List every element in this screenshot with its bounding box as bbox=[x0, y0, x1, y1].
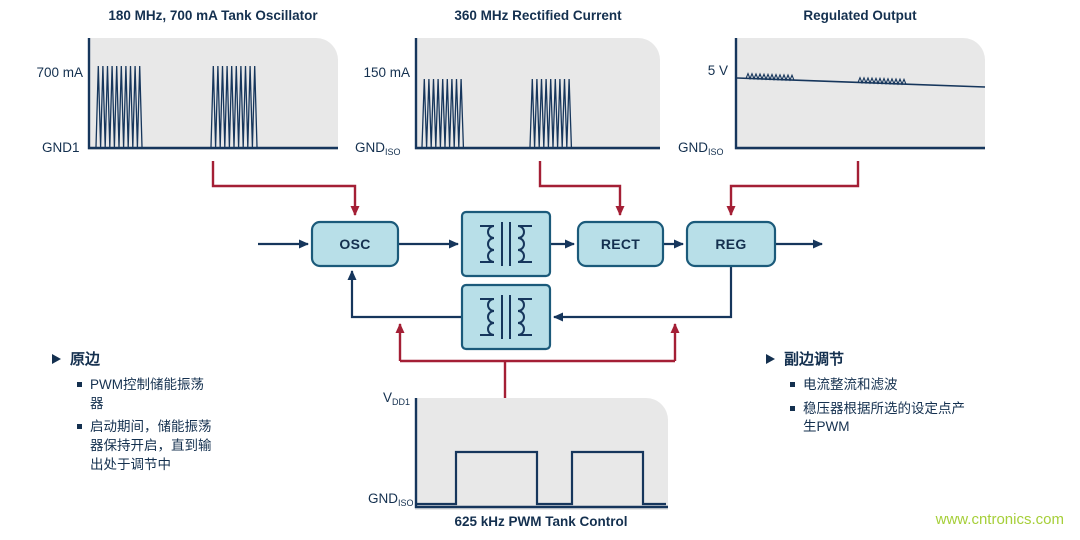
note-secondary-title: 副边调节 bbox=[766, 348, 844, 369]
feedback-transformer-to-osc-arrow bbox=[347, 270, 462, 319]
power-transformer-icon bbox=[480, 222, 532, 266]
osc-block bbox=[310, 220, 400, 268]
reg-to-feedback-transformer-arrow bbox=[553, 266, 733, 322]
regulated-panel-bg bbox=[735, 38, 985, 150]
panel-axes bbox=[87, 38, 985, 509]
panel-title-tank: 180 MHz, 700 mA Tank Oscillator bbox=[108, 8, 318, 23]
function-blocks bbox=[310, 210, 777, 351]
gnd-label-regulated: GNDISO bbox=[678, 140, 724, 157]
gnd-label-pwm: GNDISO bbox=[368, 491, 414, 508]
tank-oscillator-waveform bbox=[95, 65, 258, 148]
note-secondary-list: 电流整流和滤波 稳压器根据所选的设定点产生PWM bbox=[790, 376, 976, 437]
pwm-riser bbox=[400, 359, 675, 398]
regulated-axis bbox=[734, 38, 985, 150]
list-item: 电流整流和滤波 bbox=[790, 376, 976, 395]
osc-block-label: OSC bbox=[339, 236, 371, 252]
signal-flow-lines bbox=[258, 239, 823, 322]
list-item-text: 启动期间，储能振荡器保持开启，直到输出处于调节中 bbox=[90, 419, 212, 472]
reg-block-label: REG bbox=[715, 236, 747, 252]
bullet-icon bbox=[77, 382, 82, 387]
pointer-icon bbox=[766, 353, 775, 364]
feedback-transformer-icon bbox=[480, 295, 532, 339]
bullet-icon bbox=[77, 424, 82, 430]
bullet-icon bbox=[790, 405, 795, 411]
note-secondary-title-text: 副边调节 bbox=[784, 351, 845, 368]
feedback-transformer-box bbox=[460, 283, 552, 351]
reg-block bbox=[685, 220, 777, 268]
list-item-text: 电流整流和滤波 bbox=[803, 377, 898, 392]
secondary-winding bbox=[517, 225, 532, 263]
rectified-axis bbox=[414, 38, 660, 150]
gnd-label-tank: GND1 bbox=[42, 140, 80, 155]
primary-winding bbox=[480, 225, 495, 263]
tank-to-osc-arrow bbox=[211, 161, 360, 216]
panel-title-pwm: 625 kHz PWM Tank Control bbox=[454, 514, 628, 529]
waveform-traces bbox=[95, 65, 986, 506]
panel-title-regulated: Regulated Output bbox=[803, 8, 917, 23]
watermark-text: www.cntronics.com bbox=[935, 511, 1064, 528]
pwm-panel-bg bbox=[415, 398, 668, 510]
level-label-rectified: 150 mA bbox=[363, 65, 410, 80]
rect-block-label: RECT bbox=[600, 236, 641, 252]
vdd1-label: VDD1 bbox=[382, 390, 410, 407]
rectified-to-rect-arrow bbox=[538, 161, 625, 216]
waveform-panel-backgrounds bbox=[88, 38, 985, 510]
power-transformer-box bbox=[460, 210, 552, 278]
list-item: 启动期间，储能振荡器保持开启，直到输出处于调节中 bbox=[77, 418, 217, 474]
red-connectors bbox=[211, 161, 860, 398]
gnd-label-rectified: GNDISO bbox=[355, 140, 401, 157]
pwm-axis bbox=[414, 398, 668, 509]
pointer-icon bbox=[52, 353, 61, 364]
note-primary-list: PWM控制储能振荡器 启动期间，储能振荡器保持开启，直到输出处于调节中 bbox=[77, 376, 217, 474]
regulated-output-ripple bbox=[745, 72, 907, 86]
primary-winding bbox=[480, 298, 495, 336]
panel-title-rectified: 360 MHz Rectified Current bbox=[454, 8, 622, 23]
list-item-text: 稳压器根据所选的设定点产生PWM bbox=[803, 400, 965, 435]
core-bars bbox=[501, 222, 511, 266]
list-item-text: PWM控制储能振荡器 bbox=[90, 377, 204, 411]
list-item: PWM控制储能振荡器 bbox=[77, 376, 217, 413]
rect-block bbox=[576, 220, 665, 268]
tank-axis bbox=[87, 38, 338, 150]
level-label-regulated: 5 V bbox=[707, 63, 728, 78]
list-item: 稳压器根据所选的设定点产生PWM bbox=[790, 400, 976, 437]
core-bars bbox=[501, 295, 511, 339]
secondary-winding bbox=[517, 298, 532, 336]
note-primary-title-text: 原边 bbox=[70, 351, 101, 368]
level-label-tank: 700 mA bbox=[36, 65, 83, 80]
bullet-icon bbox=[790, 382, 795, 387]
note-primary-title: 原边 bbox=[52, 348, 100, 369]
pwm-waveform bbox=[417, 450, 666, 506]
regulated-to-reg-arrow bbox=[726, 161, 860, 216]
rectified-current-waveform bbox=[421, 78, 573, 148]
